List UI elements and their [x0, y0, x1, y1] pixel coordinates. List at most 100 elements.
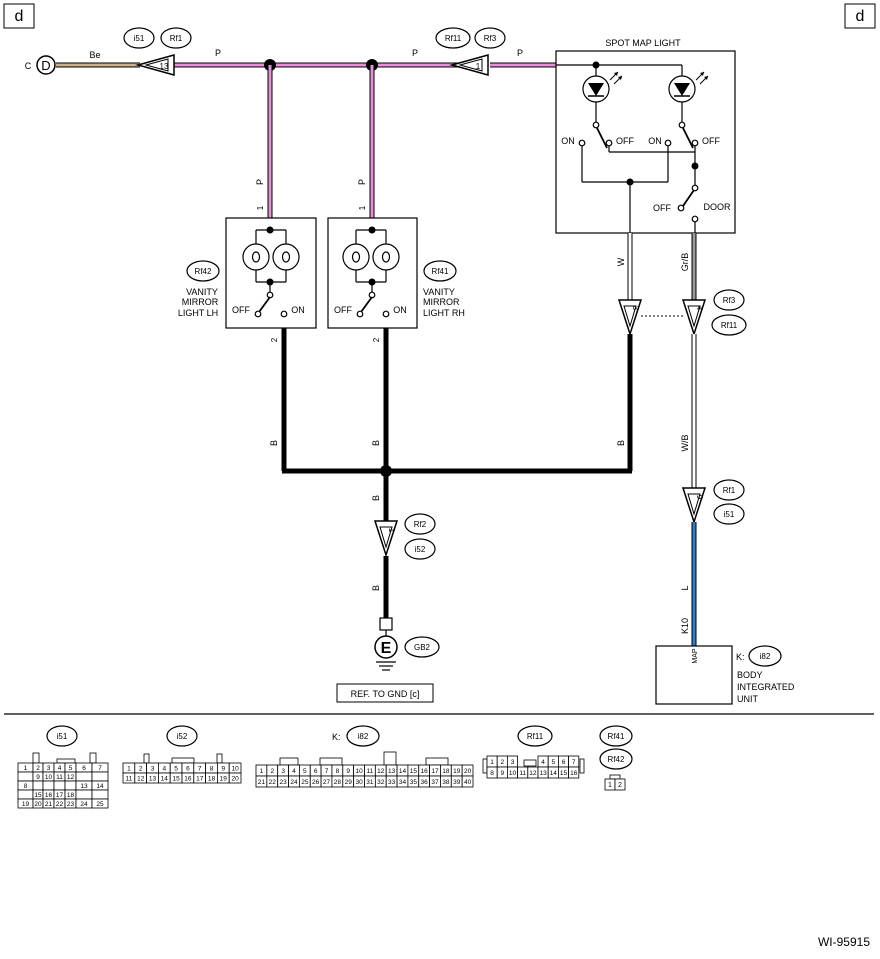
pin-number: 6	[82, 765, 86, 772]
pin-number: 13	[539, 770, 547, 777]
pin-number: 4	[292, 768, 296, 775]
pin-number: 17	[196, 775, 204, 782]
pin-1-top: 1	[476, 62, 481, 71]
pin-number: 13	[388, 768, 396, 775]
tag-rf3-mid: Rf3	[713, 289, 745, 311]
pin-4: 4	[695, 306, 704, 311]
pin-cell	[53, 780, 66, 791]
spot-off-2: OFF	[702, 136, 720, 146]
pin-cell	[17, 771, 34, 782]
pin-1-rh: 1	[358, 205, 367, 210]
body-integrated-unit: MAP K: BODY INTEGRATED UNIT	[655, 645, 795, 705]
pin-number: 30	[355, 779, 363, 786]
pin-cell	[32, 780, 44, 791]
connector-key	[425, 757, 449, 766]
spot-on-2: ON	[648, 136, 662, 146]
pin-number: 4	[162, 765, 166, 772]
pin-number: 10	[355, 768, 363, 775]
vanity-mirror-light-lh: OFF ON	[225, 217, 317, 329]
pin-number: 2	[618, 782, 622, 789]
body-unit-prefix: K:	[736, 652, 745, 662]
pin-number: 7	[98, 765, 102, 772]
connector-key	[89, 752, 97, 764]
bulb-icon	[272, 243, 300, 271]
junction-ground	[380, 465, 392, 477]
svg-text:Rf3: Rf3	[484, 34, 497, 43]
pin-number: 13	[80, 783, 88, 790]
wire-label-p-left: P	[215, 48, 221, 58]
legend-i82-tag: i82	[358, 732, 369, 741]
pin-number: 10	[45, 774, 53, 781]
pin-number: 13	[149, 775, 157, 782]
vanity-mirror-light-rh: OFF ON	[327, 217, 418, 329]
pin-number: 24	[80, 801, 88, 808]
svg-text:GB2: GB2	[414, 643, 431, 652]
pin-number: 6	[186, 765, 190, 772]
wire-label-wb: W/B	[680, 435, 690, 452]
spot-map-light: SPOT MAP LIGHT	[555, 38, 736, 234]
connector-key	[56, 758, 76, 764]
ground-e: E	[374, 617, 398, 671]
tag-rf1-low: Rf1	[713, 479, 745, 501]
wire-label-k10: K10	[680, 618, 690, 634]
pin-number: 6	[314, 768, 318, 775]
tag-rf3-top: Rf3	[474, 27, 506, 49]
pin-number: 12	[529, 770, 537, 777]
spot-on-1: ON	[561, 136, 575, 146]
wire-label-p-drop-rh: P	[357, 179, 367, 185]
tag-rf41: Rf41	[423, 260, 457, 282]
pin-number: 7	[325, 768, 329, 775]
tag-rf2: Rf2	[404, 513, 436, 535]
svg-text:i51: i51	[724, 510, 735, 519]
pin-number: 16	[45, 792, 53, 799]
pin-number: 14	[550, 770, 558, 777]
connector-key	[171, 757, 195, 764]
pin-cell	[75, 789, 93, 800]
pin-cell	[461, 775, 474, 788]
pin-cell	[17, 789, 34, 800]
pin-number: 19	[453, 768, 461, 775]
pin-number: 11	[56, 774, 63, 781]
legend-i51-tag: i51	[57, 732, 68, 741]
connector-1-ground: 1	[373, 520, 399, 558]
pin-number: 1	[24, 765, 28, 772]
pin-number: 1	[127, 765, 131, 772]
pin-number: 28	[334, 779, 342, 786]
tag-i82: i82	[748, 645, 782, 667]
pin-1-ground: 1	[387, 528, 396, 533]
pin-13: 13	[160, 62, 169, 71]
pin-number: 11	[126, 775, 133, 782]
legend-rf42-tag: Rf42	[608, 755, 625, 764]
connector-key	[279, 757, 299, 766]
pin-2-lh: 2	[270, 337, 279, 342]
pin-number: 37	[431, 779, 439, 786]
pin-number: 35	[410, 779, 418, 786]
pin-number: 4	[541, 759, 545, 766]
ref-to-gnd-box: REF. TO GND [c]	[336, 683, 434, 703]
pin-number: 14	[96, 783, 104, 790]
pin-number: 1	[608, 782, 612, 789]
pin-number: 7	[572, 759, 576, 766]
pin-number: 26	[312, 779, 320, 786]
wire-label-b-down: B	[371, 495, 381, 501]
pin-1-lh: 1	[256, 205, 265, 210]
ground-letter: E	[381, 640, 392, 657]
wire-label-b-gnd: B	[371, 585, 381, 591]
pin-cell	[91, 789, 109, 800]
svg-text:i82: i82	[760, 652, 771, 661]
pin-number: 33	[388, 779, 396, 786]
pin-number: 6	[562, 759, 566, 766]
pin-number: 8	[336, 768, 340, 775]
svg-text:Rf1: Rf1	[723, 486, 736, 495]
pin-number: 31	[366, 779, 374, 786]
pin-number: 24	[290, 779, 298, 786]
tag-rf11-top: Rf11	[435, 27, 471, 49]
connector-13: 13	[135, 54, 175, 76]
corner-label-left: d	[15, 8, 24, 25]
vanity-lh-on: ON	[291, 305, 305, 315]
pin-number: 38	[442, 779, 450, 786]
pin-number: 25	[301, 779, 309, 786]
pin-number: 15	[410, 768, 418, 775]
tag-gb2: GB2	[404, 636, 440, 658]
